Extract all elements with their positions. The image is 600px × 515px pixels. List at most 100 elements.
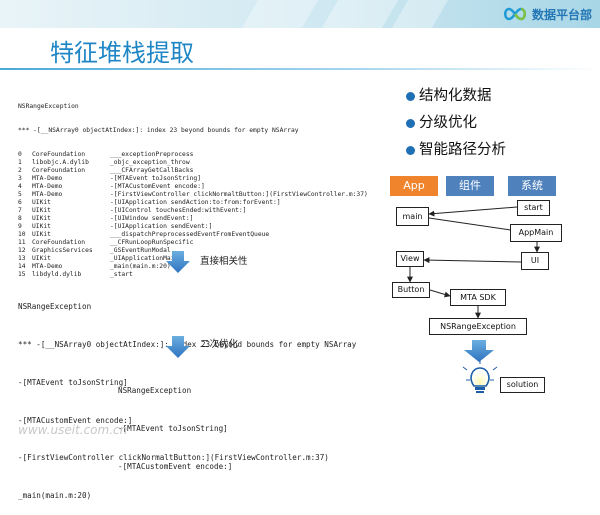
frame-library: CoreFoundation [32,151,86,158]
relevant-line: -[MTAEvent toJsonString] [18,377,128,387]
stack-frame-row: 9 UIKit -[UIApplication sendEvent:] [18,223,368,231]
frame-number: 15 [18,271,26,278]
frame-number: 9 [18,223,22,230]
frame-symbol: _objc_exception_throw [110,159,190,166]
stack-frame-row: 1 libobjc.A.dylib _objc_exception_throw [18,159,368,167]
down-arrow-icon [166,336,190,358]
frame-number: 13 [18,255,26,262]
bullet-dot-icon [406,92,415,101]
infinity-logo-icon [503,7,527,21]
frame-number: 1 [18,159,22,166]
frame-symbol: -[UIApplication sendEvent:] [110,223,213,230]
frame-library: libobjc.A.dylib [32,159,89,166]
frame-library: UIKit [32,223,51,230]
frame-symbol: ___exceptionPreprocess [110,151,194,158]
brand-logo: 数据平台部 [502,3,592,25]
frame-symbol: -[MTACustomEvent encode:] [110,183,205,190]
frame-number: 3 [18,175,22,182]
node-view: View [396,251,424,267]
relevant-line: -[MTACustomEvent encode:] [18,415,133,425]
frame-symbol: ___CFArrayGetCallBacks [110,167,194,174]
bullet-dot-icon [406,119,415,128]
frame-number: 5 [18,191,22,198]
frame-symbol: -[UIApplication sendAction:to:from:forEv… [110,199,281,206]
stack-frame-row: 12 GraphicsServices _GSEventRunModal [18,247,368,255]
bullet-item: 智能路径分析 [406,137,506,164]
feature-bullets: 结构化数据 分级优化 智能路径分析 [406,83,506,164]
frame-number: 7 [18,207,22,214]
relevant-line: *** -[__NSArray0 objectAtIndex:]: index … [18,339,357,349]
frame-symbol: _GSEventRunModal [110,247,171,254]
down-arrow-icon [166,251,190,273]
full-stack-trace: NSRangeException *** -[__NSArray0 object… [18,87,368,287]
exception-message: *** -[__NSArray0 objectAtIndex:]: index … [18,127,299,134]
frame-symbol: ___dispatchPreprocessedEventFromEventQue… [110,231,270,238]
bullet-dot-icon [406,146,415,155]
frame-library: UIKit [32,199,51,206]
step1-label: 直接相关性 [200,256,248,267]
frame-number: 0 [18,151,22,158]
node-nsrangeexception: NSRangeException [429,318,527,335]
frame-number: 10 [18,231,26,238]
header-component: 组件 [446,176,494,196]
exception-name: NSRangeException [18,103,79,110]
page-title: 特征堆栈提取 [50,39,194,67]
frame-library: UIKit [32,207,51,214]
frame-number: 11 [18,239,26,246]
frame-library: CoreFoundation [32,167,86,174]
frame-symbol: _UIApplicationMain [110,255,179,262]
stack-frame-row: 2 CoreFoundation ___CFArrayGetCallBacks [18,167,368,175]
frame-library: GraphicsServices [32,247,93,254]
header-system: 系统 [508,176,556,196]
frame-symbol: -[FirstViewController clickNormaltButton… [110,191,368,198]
frame-symbol: -[UIWindow sendEvent:] [110,215,194,222]
stack-frame-row: 13 UIKit _UIApplicationMain [18,255,368,263]
frame-number: 8 [18,215,22,222]
edge-button-mtasdk [429,289,451,298]
node-main: main [396,207,429,226]
header-app: App [390,176,438,196]
frame-symbol: _main(main.m:20) [110,263,171,270]
node-mta-sdk: MTA SDK [450,289,506,306]
edge-ui-view [423,257,522,264]
bullet-item: 结构化数据 [406,83,506,110]
frame-library: MTA-Demo [32,263,63,270]
stack-frame-row: 11 CoreFoundation __CFRunLoopRunSpecific [18,239,368,247]
node-start: start [517,200,550,216]
stack-frame-row: 8 UIKit -[UIWindow sendEvent:] [18,215,368,223]
optimized-line: NSRangeException [118,386,192,396]
frame-number: 4 [18,183,22,190]
frame-symbol: _start [110,271,133,278]
top-banner: 数据平台部 [0,0,600,28]
frame-number: 14 [18,263,26,270]
relevant-line: _main(main.m:20) [18,491,92,501]
frame-number: 2 [18,167,22,174]
frame-library: MTA-Demo [32,175,63,182]
frame-symbol: __CFRunLoopRunSpecific [110,239,194,246]
edge-start-main [428,206,518,217]
frame-number: 12 [18,247,26,254]
frame-library: CoreFoundation [32,239,86,246]
stack-frame-row: 0 CoreFoundation ___exceptionPreprocess [18,151,368,159]
optimized-stack-trace: NSRangeException -[MTAEvent toJsonString… [118,360,232,486]
frame-library: UIKit [32,215,51,222]
stack-frame-row: 4 MTA-Demo -[MTACustomEvent encode:] [18,183,368,191]
frame-symbol: -[MTAEvent toJsonString] [110,175,201,182]
down-arrow-icon [464,340,494,362]
stack-frame-row: 3 MTA-Demo -[MTAEvent toJsonString] [18,175,368,183]
title-divider [0,68,600,70]
frame-library: UIKit [32,255,51,262]
watermark: www.useit.com.cn [18,423,128,437]
stack-frame-row: 15 libdyld.dylib _start [18,271,368,279]
node-button: Button [392,282,430,298]
frame-library: libdyld.dylib [32,271,82,278]
frame-library: MTA-Demo [32,183,63,190]
optimized-line: -[MTACustomEvent encode:] [118,461,233,471]
step2-label: 二次优化 [200,339,239,350]
node-solution: solution [500,377,545,393]
frame-library: UIKit [32,231,51,238]
